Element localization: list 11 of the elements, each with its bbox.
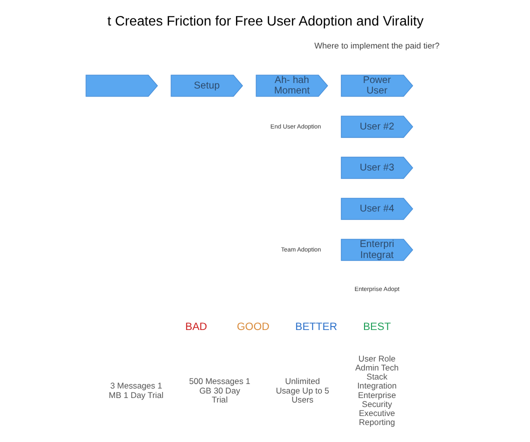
node-arrow (85, 74, 158, 97)
label: BEST (362, 321, 390, 334)
label: BAD (184, 321, 207, 334)
label: Where to implement the paid tier? (314, 40, 440, 50)
label: 500 Messages 1 GB 30 Day Trial (188, 376, 250, 404)
label: User Role Admin Tech Stack Integration Enterprise Security Executive Reporting (354, 353, 398, 428)
label: 3 Messages 1 MB 1 Day Trial (108, 380, 164, 400)
label: BETTER (294, 321, 337, 334)
label: GOOD (236, 321, 269, 334)
diagram-title: t Creates Friction for Free User Adoption and Virality (106, 13, 424, 28)
label: Unlimited Usage Up to 5 Users (275, 376, 329, 404)
